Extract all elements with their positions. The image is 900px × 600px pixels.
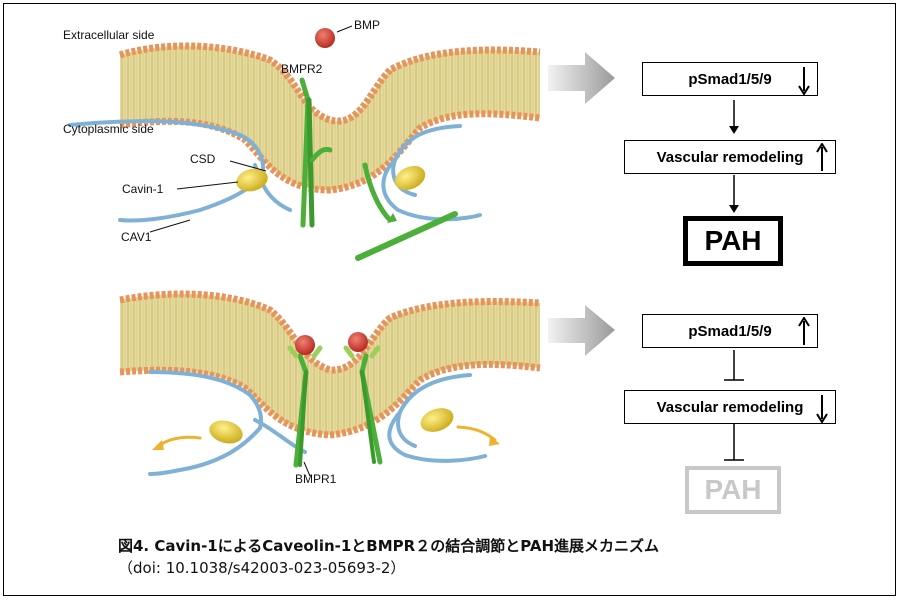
label-bmpr2: BMPR2 [281,62,323,76]
label-csd: CSD [190,152,216,166]
bottom-box-psmad-text: pSmad1/5/9 [688,322,772,340]
bottom-box-psmad: pSmad1/5/9 [642,314,818,348]
bottom-membrane [119,290,541,439]
caption-line-2: （doi: 10.1038/s42003-023-05693-2） [118,559,406,577]
bottom-bmp [295,332,368,355]
bottom-box-pah-faded: PAH [685,466,781,514]
top-flow-connectors [729,100,739,213]
bottom-grey-arrow [548,305,615,356]
bottom-orange-arrowhead-right [489,436,500,446]
label-extracellular-side: Extracellular side [63,28,155,42]
label-cavin1: Cavin-1 [122,182,164,196]
bottom-box-vascular-remodeling: Vascular remodeling [624,390,836,424]
top-box-vascular-remodeling: Vascular remodeling [624,140,836,174]
down-arrow-icon [798,67,810,95]
label-bmp: BMP [354,18,381,32]
top-bmp [315,28,335,48]
bottom-bmpr [287,345,383,468]
label-cav1: CAV1 [121,230,152,244]
top-arrowhead-bmpr2 [387,213,397,223]
caption-line-1: 図4. Cavin-1によるCaveolin-1とBMPR２の結合調節とPAH進… [118,537,659,555]
up-arrow-icon [798,317,810,345]
top-grey-arrow [548,52,615,104]
bottom-cav1 [148,370,487,476]
down-arrow-icon [816,395,828,423]
top-box-vascular-text: Vascular remodeling [656,148,804,166]
label-bmpr1: BMPR1 [295,472,337,486]
bottom-cavin1 [209,408,454,444]
label-cytoplasmic-side: Cytoplasmic side [63,122,154,136]
figure-caption: 図4. Cavin-1によるCaveolin-1とBMPR２の結合調節とPAH進… [118,535,659,579]
top-membrane [118,42,541,194]
bottom-box-vascular-text: Vascular remodeling [656,398,804,416]
top-box-psmad-text: pSmad1/5/9 [688,70,772,88]
top-bmpr2 [299,77,458,261]
bottom-leader-bmpr1 [303,461,311,477]
top-cavin1 [236,165,426,192]
bottom-flow-connectors [724,350,744,461]
top-leaders [149,25,353,233]
up-arrow-icon [816,143,828,171]
top-box-pah: PAH [683,216,783,266]
bottom-orange-arrowhead-left [152,440,164,450]
top-box-psmad: pSmad1/5/9 [642,62,818,96]
